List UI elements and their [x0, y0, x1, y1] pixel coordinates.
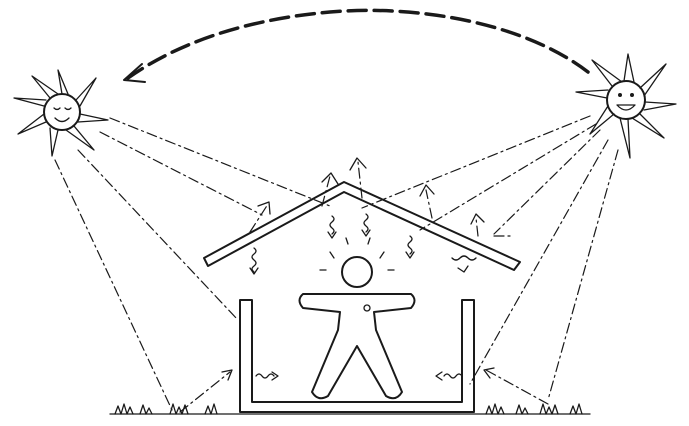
person-icon: [300, 238, 415, 398]
house-walls: [240, 300, 474, 412]
sun-rays: [55, 116, 618, 410]
sun-path-arrow: [124, 10, 588, 82]
sun-right-icon: [576, 54, 676, 158]
sun-left-icon: [14, 70, 108, 156]
